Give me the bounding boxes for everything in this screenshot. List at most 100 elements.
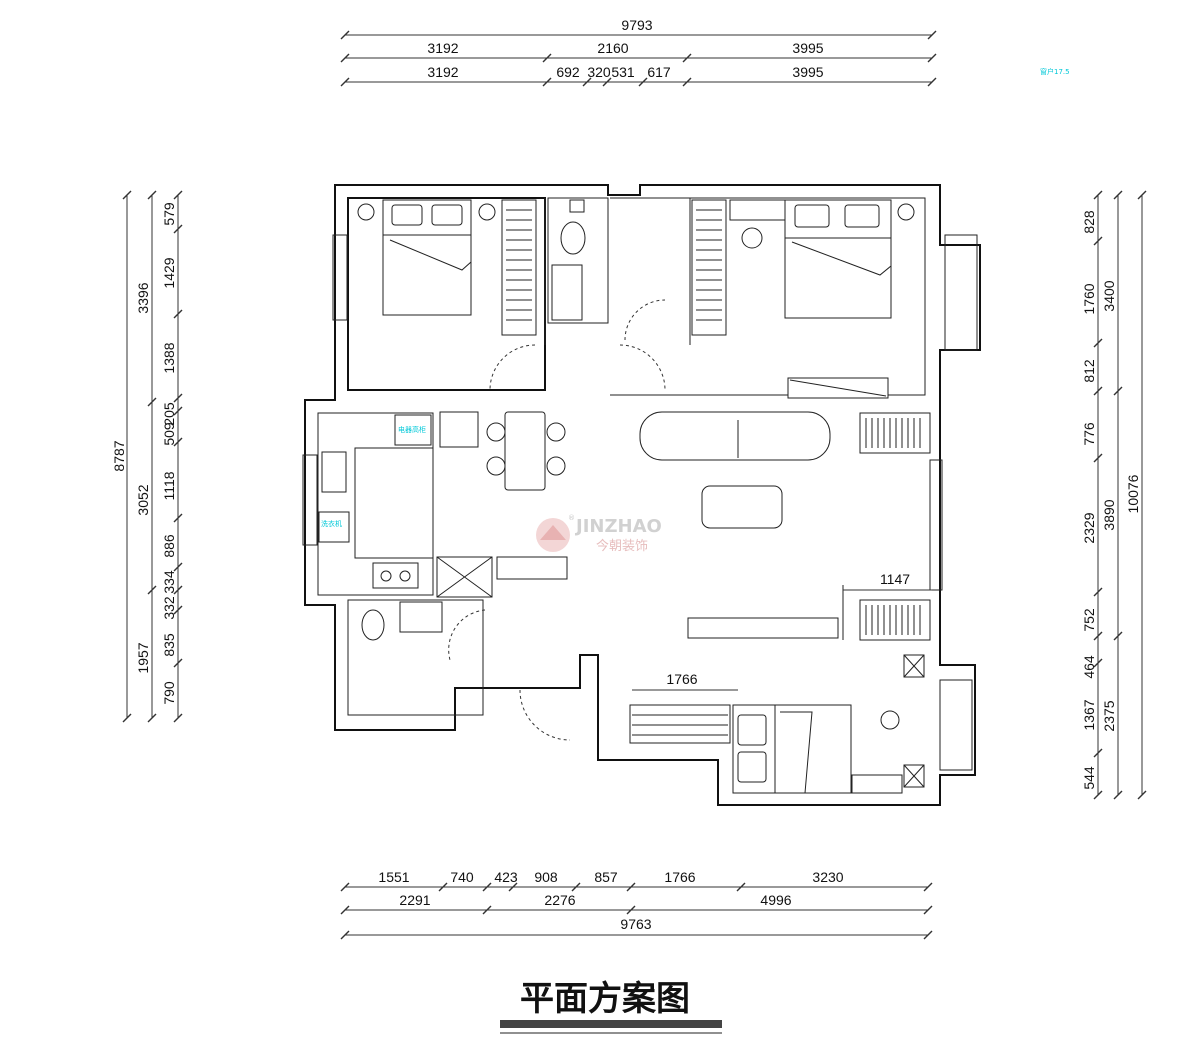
right-col2-dim: 776 bbox=[1081, 422, 1097, 446]
top-row2-dim: 617 bbox=[647, 64, 671, 80]
corner-note: 窗户17.5 bbox=[1040, 67, 1070, 76]
bathtub bbox=[551, 264, 583, 321]
chair bbox=[546, 422, 566, 442]
left-col2-dim: 205 bbox=[161, 402, 177, 426]
right-col1-dim: 3890 bbox=[1101, 499, 1117, 530]
bottom-row1-dim: 1766 bbox=[664, 869, 695, 885]
wardrobe-left bbox=[501, 199, 537, 336]
window-living bbox=[929, 459, 943, 591]
left-col1-dim: 3052 bbox=[135, 484, 151, 515]
title-underline bbox=[500, 1020, 722, 1028]
cabinet bbox=[496, 556, 568, 580]
door-swing bbox=[448, 609, 486, 661]
door-swing bbox=[519, 689, 571, 741]
cabinet bbox=[851, 774, 903, 794]
right-col1-dim: 2375 bbox=[1101, 700, 1117, 731]
right-col2-dim: 464 bbox=[1081, 655, 1097, 679]
watermark-brand-en: JINZHAO bbox=[574, 516, 662, 537]
left-col2-dim: 579 bbox=[161, 202, 177, 226]
bay-window-bottom bbox=[939, 679, 973, 771]
page-title: 平面方案图 bbox=[520, 979, 690, 1019]
dining-area bbox=[436, 411, 568, 598]
toilet bbox=[361, 609, 385, 641]
watermark-brand-cn: 今朝装饰 bbox=[596, 538, 648, 554]
chair bbox=[880, 710, 900, 730]
top-row2-dim: 531 bbox=[611, 64, 635, 80]
door-swing bbox=[619, 344, 666, 391]
right-col1-dim: 3400 bbox=[1101, 280, 1117, 311]
dining-table bbox=[504, 411, 546, 491]
bedroom-bottom: 1766 bbox=[629, 654, 925, 794]
cabinet bbox=[439, 411, 479, 448]
right-total-dim: 10076 bbox=[1125, 474, 1141, 513]
inner-wall bbox=[347, 197, 546, 391]
left-total-dim: 8787 bbox=[111, 440, 127, 471]
window-left bbox=[332, 234, 348, 321]
left-col2-dim: 1118 bbox=[161, 471, 177, 500]
top-dimensions: 9793 3192 2160 3995 3192 692 320 531 617… bbox=[340, 17, 937, 87]
top-row2-dim: 692 bbox=[556, 64, 580, 80]
watermark: JINZHAO ® 今朝装饰 bbox=[536, 514, 662, 554]
left-col2-dim: 332 bbox=[161, 596, 177, 620]
tv-cabinet bbox=[687, 617, 839, 639]
bottom-row2-dim: 2276 bbox=[544, 892, 575, 908]
left-col2-dim: 886 bbox=[161, 534, 177, 558]
kitchen: 电器高柜 洗衣机 bbox=[317, 411, 479, 596]
right-col2-dim: 1367 bbox=[1081, 699, 1097, 730]
wardrobe-bottom bbox=[629, 704, 731, 744]
door-swing bbox=[624, 299, 666, 341]
washbasin bbox=[399, 601, 443, 633]
chair bbox=[546, 456, 566, 476]
living-wall-dim: 1147 bbox=[880, 571, 910, 587]
bedroom-right bbox=[691, 199, 915, 399]
window-kitchen bbox=[302, 454, 318, 546]
left-col2-dim: 1388 bbox=[161, 342, 177, 373]
top-row2-dim: 3995 bbox=[792, 64, 823, 80]
right-col2-dim: 2329 bbox=[1081, 512, 1097, 543]
sink bbox=[321, 451, 347, 493]
left-col1-dim: 3396 bbox=[135, 282, 151, 313]
bottom-row2-dim: 4996 bbox=[760, 892, 791, 908]
bedroom-width-dim: 1766 bbox=[666, 671, 697, 687]
top-row1-dim: 3995 bbox=[792, 40, 823, 56]
top-row2-dim: 320 bbox=[587, 64, 611, 80]
fridge-cabinet bbox=[394, 414, 432, 446]
right-col2-dim: 812 bbox=[1081, 359, 1097, 383]
lamp-icon bbox=[478, 203, 496, 221]
bathroom-bottom bbox=[347, 599, 571, 741]
fridge-label: 电器高柜 bbox=[398, 425, 426, 434]
right-dimensions: 10076 3400 3890 2375 828 1760 812 776 23… bbox=[1081, 190, 1147, 800]
sofa bbox=[639, 411, 831, 461]
bottom-row1-dim: 1551 bbox=[378, 869, 409, 885]
right-col2-dim: 752 bbox=[1081, 608, 1097, 632]
bottom-row1-dim: 857 bbox=[594, 869, 618, 885]
bottom-row1-dim: 908 bbox=[534, 869, 558, 885]
left-dimensions: 8787 3396 3052 1957 579 1429 1388 205 50… bbox=[111, 190, 183, 723]
living-room: 1147 bbox=[639, 411, 932, 641]
toilet bbox=[560, 221, 586, 255]
coffee-table bbox=[701, 485, 783, 529]
bottom-row2-dim: 2291 bbox=[399, 892, 430, 908]
bottom-dimensions: 1551 740 423 908 857 1766 3230 2291 2276… bbox=[340, 869, 933, 940]
lamp-icon bbox=[897, 203, 915, 221]
bottom-total-dim: 9763 bbox=[620, 916, 651, 932]
left-col1-dim: 1957 bbox=[135, 642, 151, 673]
bottom-row1-dim: 3230 bbox=[812, 869, 843, 885]
left-col2-dim: 334 bbox=[161, 570, 177, 594]
right-col2-dim: 1760 bbox=[1081, 283, 1097, 314]
stove bbox=[372, 562, 419, 589]
desk bbox=[729, 199, 786, 221]
chair bbox=[741, 227, 763, 249]
watermark-reg: ® bbox=[568, 514, 575, 522]
washer-label: 洗衣机 bbox=[321, 519, 342, 528]
outer-wall bbox=[304, 184, 981, 806]
chair bbox=[486, 456, 506, 476]
left-col2-dim: 1429 bbox=[161, 257, 177, 288]
right-col2-dim: 544 bbox=[1081, 766, 1097, 790]
bedroom-left bbox=[357, 199, 537, 336]
door-swing bbox=[489, 344, 536, 391]
right-col2-dim: 828 bbox=[1081, 210, 1097, 234]
left-col2-dim: 790 bbox=[161, 681, 177, 705]
bathroom-top bbox=[489, 197, 666, 391]
